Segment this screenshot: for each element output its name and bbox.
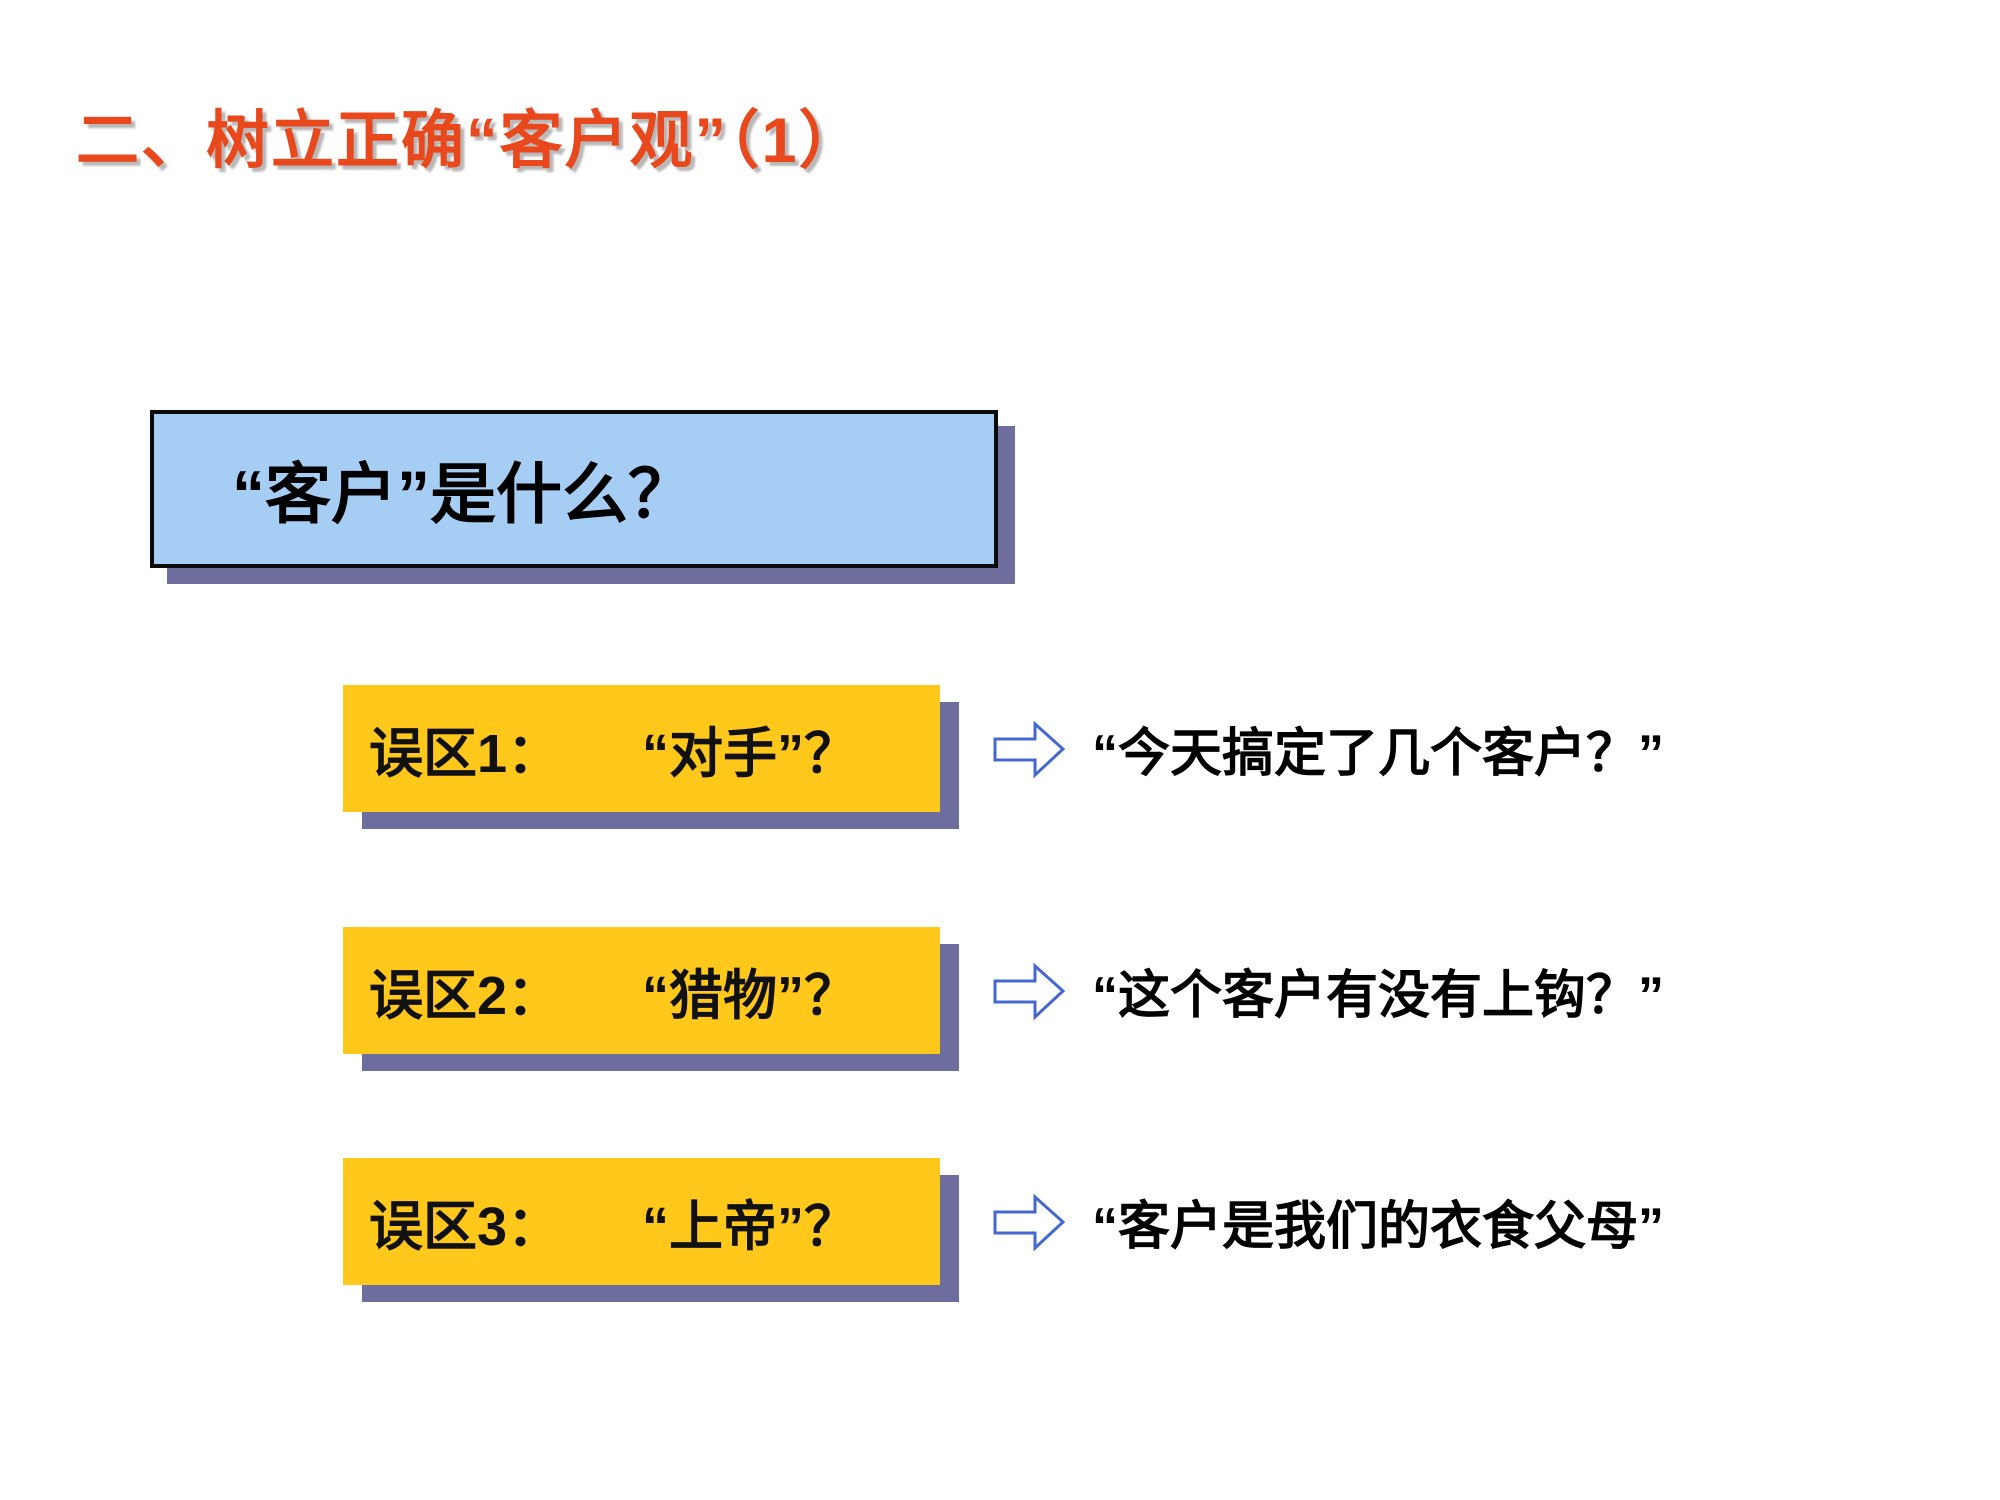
misconception-row: 误区1： “对手”？ “今天搞定了几个客户？” (343, 685, 1664, 812)
misconception-label: 误区3： “上帝”？ (369, 1197, 859, 1257)
right-arrow-icon (993, 962, 1066, 1020)
question-box: “客户”是什么？ (150, 410, 998, 568)
misconception-box-2: 误区2： “猎物”？ (343, 927, 940, 1054)
right-arrow-icon (993, 720, 1066, 778)
right-arrow-icon (993, 1193, 1066, 1251)
question-box-text: “客户”是什么？ (232, 457, 694, 531)
misconception-label: 误区2： “猎物”？ (369, 966, 859, 1026)
misconception-quote: “今天搞定了几个客户？” (1092, 725, 1665, 783)
misconception-box-3: 误区3： “上帝”？ (343, 1158, 940, 1285)
misconception-quote: “客户是我们的衣食父母” (1092, 1198, 1665, 1256)
slide-title: 二、树立正确“客户观”（1） (76, 106, 864, 176)
misconception-label: 误区1： “对手”？ (369, 724, 859, 784)
misconception-row: 误区3： “上帝”？ “客户是我们的衣食父母” (343, 1158, 1664, 1285)
misconception-quote: “这个客户有没有上钩？” (1092, 967, 1665, 1025)
misconception-row: 误区2： “猎物”？ “这个客户有没有上钩？” (343, 927, 1664, 1054)
misconception-box-1: 误区1： “对手”？ (343, 685, 940, 812)
